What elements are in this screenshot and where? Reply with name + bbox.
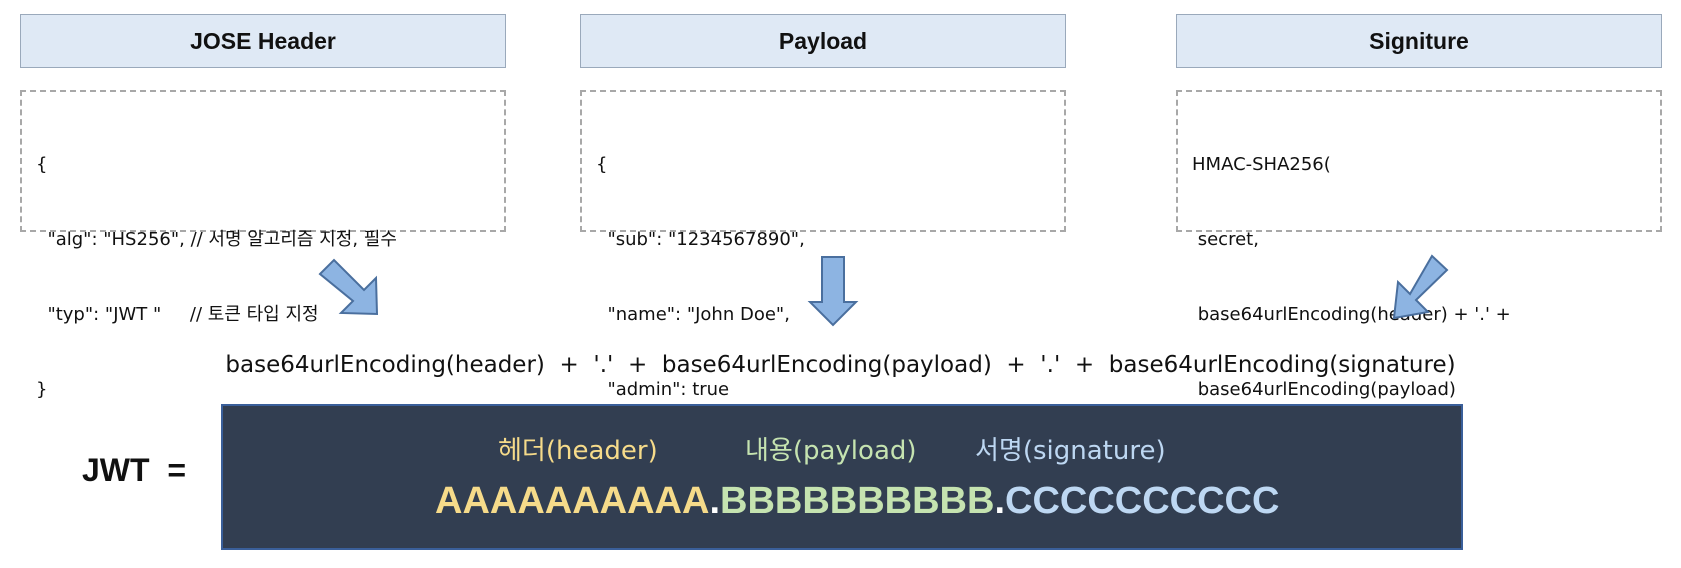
code-line: { <box>36 154 48 175</box>
jwt-token-string: AAAAAAAAAA.BBBBBBBBBB.CCCCCCCCCC <box>435 480 1279 523</box>
jose-header-title-text: JOSE Header <box>190 27 336 54</box>
signature-code-box: HMAC-SHA256( secret, base64urlEncoding(h… <box>1176 90 1662 475</box>
payload-title-text: Payload <box>778 27 868 54</box>
token-separator: . <box>994 480 1005 522</box>
signature-token-segment: CCCCCCCCCC <box>1005 480 1280 522</box>
header-token-segment: AAAAAAAAAA <box>435 480 710 522</box>
code-line: "name": "John Doe", <box>596 304 790 325</box>
code-line: base64urlEncoding(header) + '.' + <box>1192 304 1511 325</box>
code-line: "sub": "1234567890", <box>596 229 805 250</box>
signature-part-label: 서명(signature) <box>975 436 1166 466</box>
jwt-label: JWT = <box>82 452 187 488</box>
code-line: HMAC-SHA256( <box>1192 154 1331 175</box>
signature-title-text: Signiture <box>1369 27 1469 54</box>
payload-code-box: { "sub": "1234567890", "name": "John Doe… <box>580 90 1066 475</box>
jwt-token-panel: 헤더(header) 내용(payload) 서명(signature) AAA… <box>221 404 1463 550</box>
code-line: "typ": "JWT " // 토큰 타입 지정 <box>36 304 319 325</box>
signature-title: Signiture <box>1176 14 1662 68</box>
payload-token-segment: BBBBBBBBBB <box>720 480 995 522</box>
payload-title: Payload <box>580 14 1066 68</box>
code-line: } <box>36 379 48 400</box>
jose-header-code-box: { "alg": "HS256", // 서명 알고리즘 지정, 필수 "typ… <box>20 90 506 400</box>
encoding-formula: base64urlEncoding(header) + '.' + base64… <box>225 352 1456 378</box>
code-line: "admin": true <box>596 379 730 400</box>
jose-header-title: JOSE Header <box>20 14 506 68</box>
code-line: { <box>596 154 608 175</box>
token-separator: . <box>709 480 720 522</box>
code-line: "alg": "HS256", // 서명 알고리즘 지정, 필수 <box>36 229 397 250</box>
header-part-label: 헤더(header) <box>498 436 658 466</box>
payload-part-label: 내용(payload) <box>745 436 917 466</box>
code-line: base64urlEncoding(payload) <box>1192 379 1456 400</box>
code-line: secret, <box>1192 229 1259 250</box>
